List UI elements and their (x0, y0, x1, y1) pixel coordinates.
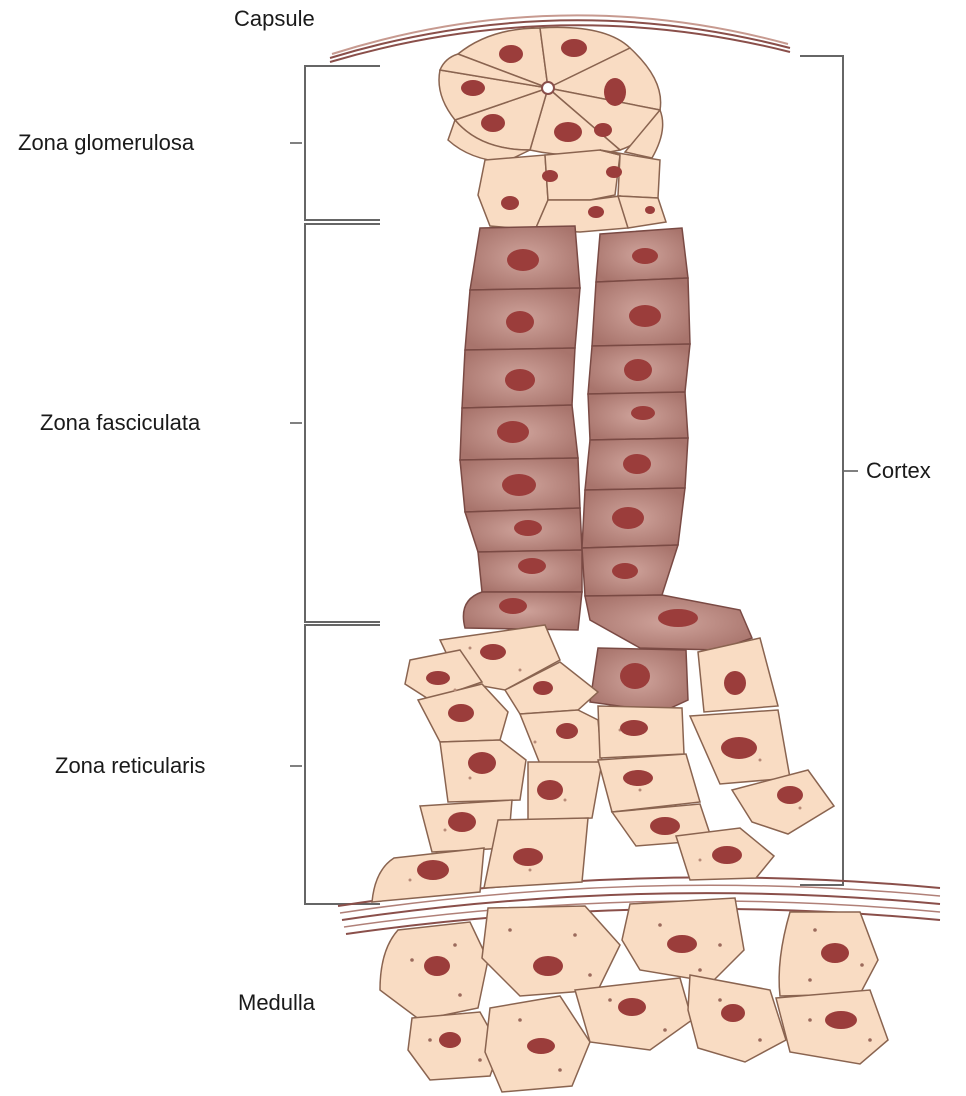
fasciculata-bracket (305, 224, 380, 622)
reticularis-bracket (305, 625, 380, 904)
cortex-bracket (800, 56, 843, 885)
medulla-cells (380, 898, 888, 1092)
glomerulosa-cells (439, 27, 666, 232)
glomerulosa-bracket (305, 66, 380, 220)
